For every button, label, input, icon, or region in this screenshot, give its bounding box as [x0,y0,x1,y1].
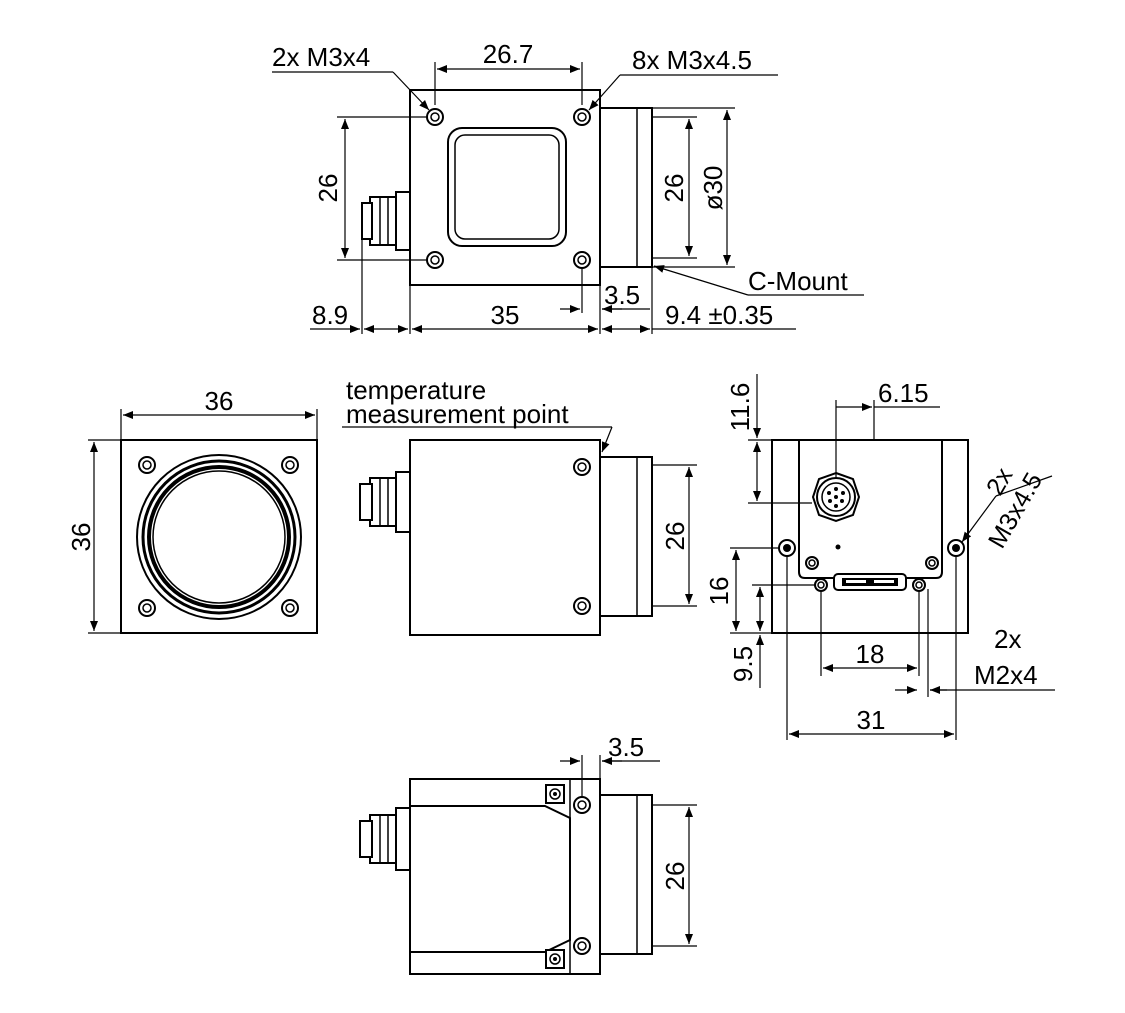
mounting-hole-icon [281,456,299,474]
side-view: temperature measurement point 26 [342,375,697,636]
dim-hole-height: 16 [704,577,734,606]
mounting-hole-icon [138,456,156,474]
screw-icon [912,578,926,592]
mounting-hole-icon [138,599,156,617]
dim-flange-bottom: 3.5 [608,732,644,762]
mounting-hole-icon [573,796,591,814]
mounting-hole-icon [778,539,796,557]
callout-m3x4: 2x M3x4 [272,42,370,72]
dim-front-height: 36 [66,523,96,552]
dim-connector: 8.9 [312,300,348,330]
measurement-point-label: measurement point [346,399,569,429]
screw-icon [545,949,565,969]
dim-body-length: 35 [491,300,520,330]
dim-left-vertical: 26 [313,174,343,203]
lens-opening [147,465,291,609]
dim-top-height: 11.6 [725,383,755,432]
dim-outer-width: 31 [857,705,886,735]
dim-top-label: 26.7 [483,39,534,69]
side-body [409,439,601,636]
dim-diameter: ø30 [698,166,728,211]
back-plate [771,439,969,634]
dim-front-width: 36 [205,386,234,416]
dim-flange-top: 3.5 [604,280,640,310]
bottom-view: 3.5 26 [359,732,697,975]
callout-c-mount: C-Mount [748,266,848,296]
connector-icon [361,191,411,251]
mounting-hole-icon [947,539,965,557]
screw-icon [545,784,565,804]
dim-inner-width: 18 [856,639,885,669]
temperature-label: temperature [346,375,486,405]
connector-icon [359,807,411,871]
dim-right-inner: 26 [659,174,689,203]
dim-bottom-vertical: 26 [660,862,690,891]
dim-thread: 9.4 ±0.35 [665,300,773,330]
top-view: 26.7 2x M3x4 8x M3x4.5 26 26 ø30 C-Mount [272,39,864,334]
front-view: 36 36 [66,386,318,634]
mounting-hole-icon [573,597,591,615]
usb-port-icon [833,573,907,591]
callout-m3x4-5: 8x M3x4.5 [632,45,752,75]
mounting-hole-icon [573,108,591,126]
callout-small-thread: M2x4 [974,660,1038,690]
dim-side-vertical: 26 [660,522,690,551]
mounting-hole-icon [281,599,299,617]
mounting-hole-icon [573,937,591,955]
c-mount-flange [599,107,653,268]
status-led [835,544,841,550]
connector-icon [359,471,411,533]
callout-small-qty: 2x [994,624,1021,654]
mounting-hole-icon [573,251,591,269]
round-connector-icon [811,471,861,523]
dim-low-height: 9.5 [728,646,758,682]
screw-icon [814,578,828,592]
mounting-hole-icon [426,251,444,269]
back-view: 6.15 11.6 16 9.5 2x M3x4.5 18 2x M2x4 [704,374,1055,740]
sensor-window [447,127,567,247]
mounting-hole-icon [426,108,444,126]
screw-icon [805,556,819,570]
mounting-hole-icon [573,458,591,476]
screw-icon [925,556,939,570]
dim-offset: 6.15 [878,378,929,408]
bottom-body [409,778,601,975]
